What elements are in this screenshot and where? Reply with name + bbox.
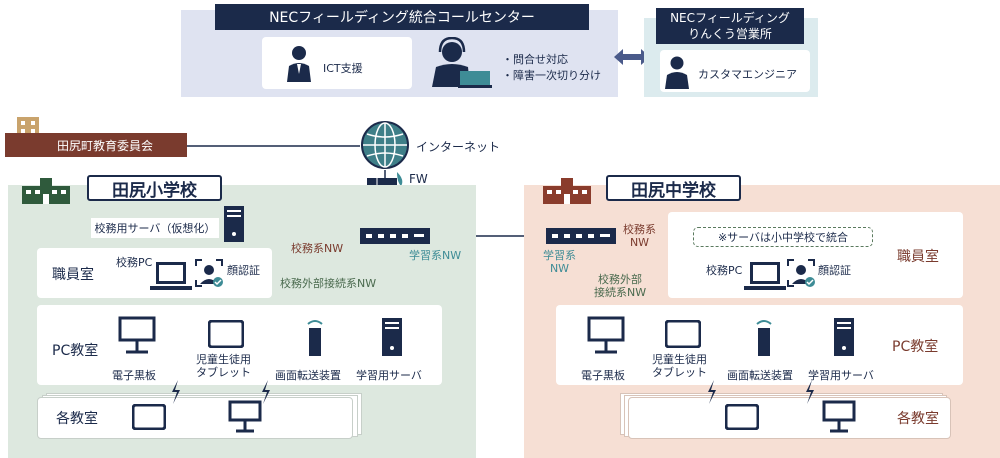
whiteboard-icon	[118, 316, 156, 356]
elementary-device-screen-transfer: 画面転送装置	[275, 369, 341, 382]
elementary-title: 田尻小学校	[87, 175, 222, 201]
server-consolidation-note: ※サーバは小中学校で統合	[693, 227, 873, 247]
tablet-icon	[664, 319, 702, 349]
junior-external-nw-line1: 校務外部	[598, 273, 643, 286]
face-auth-icon	[194, 258, 224, 288]
callcenter-title: NECフィールディング統合コールセンター	[215, 4, 589, 30]
elementary-classrooms-label: 各教室	[56, 411, 98, 427]
junior-external-nw-line2: 接続系NW	[594, 286, 647, 299]
screen-transfer-device-icon	[753, 318, 775, 356]
bullet-inquiry: ・問合せ対応	[502, 53, 568, 66]
elementary-device-learning-server: 学習用サーバ	[356, 369, 422, 382]
junior-staff-room	[668, 212, 963, 298]
server-icon	[224, 206, 244, 242]
learning-server-icon	[382, 318, 402, 356]
office-title-line1: NECフィールディング	[670, 11, 790, 25]
elementary-pc-room-label: PC教室	[52, 343, 99, 359]
person-icon	[287, 44, 311, 82]
junior-classrooms	[628, 397, 951, 439]
tablet-icon	[207, 319, 245, 349]
junior-face-auth-label: 顔認証	[818, 264, 851, 277]
board-of-education: 田尻町教育委員会	[5, 133, 187, 157]
classroom-tablet-icon	[724, 403, 760, 431]
screen-transfer-device-icon	[304, 318, 326, 356]
learning-server-icon	[834, 318, 854, 356]
classroom-whiteboard-icon	[822, 400, 856, 434]
elementary-device-whiteboard: 電子黒板	[112, 369, 156, 382]
junior-external-nw-label: 校務外部 接続系NW	[594, 273, 646, 299]
junior-learning-nw-line1: 学習系	[543, 249, 576, 262]
office-title-line2: りんくう営業所	[688, 27, 772, 41]
wireless-icon	[260, 380, 272, 404]
junior-admin-nw-line1: 校務系	[623, 223, 656, 236]
globe-icon	[360, 120, 410, 170]
elementary-device-tablet: 児童生徒用 タブレット	[196, 353, 251, 379]
ict-support-label: ICT支援	[323, 62, 363, 75]
elementary-admin-nw-label: 校務系NW	[291, 242, 344, 255]
junior-title: 田尻中学校	[606, 175, 741, 201]
junior-pc-room-label: PC教室	[892, 339, 939, 355]
junior-admin-nw-label: 校務系 NW	[623, 223, 656, 249]
school-icon	[22, 178, 70, 204]
wireless-icon	[706, 380, 718, 404]
junior-device-whiteboard: 電子黒板	[581, 369, 625, 382]
junior-staff-room-label: 職員室	[897, 249, 939, 265]
office-title: NECフィールディング りんくう営業所	[656, 8, 804, 44]
junior-device-tablet: 児童生徒用 タブレット	[652, 353, 707, 379]
face-auth-icon	[786, 258, 816, 288]
junior-admin-nw-line2: NW	[629, 236, 650, 249]
junior-device-learning-server: 学習用サーバ	[808, 369, 874, 382]
elementary-face-auth-label: 顔認証	[227, 264, 260, 277]
elementary-server-label: 校務用サーバ（仮想化）	[91, 218, 219, 238]
elementary-staff-room-label: 職員室	[52, 267, 94, 283]
elementary-staff-pc-label: 校務PC	[116, 256, 153, 269]
double-arrow-icon	[614, 48, 650, 66]
elementary-external-nw-label: 校務外部接続系NW	[280, 277, 377, 290]
network-switch-icon	[546, 228, 616, 244]
classroom-tablet-icon	[131, 403, 167, 431]
classroom-whiteboard-icon	[228, 400, 262, 434]
internet-label: インターネット	[416, 140, 501, 154]
junior-learning-nw-label: 学習系 NW	[543, 249, 576, 275]
elementary-classrooms	[37, 397, 353, 439]
bullet-fault-isolation: ・障害一次切り分け	[502, 69, 601, 82]
engineer-label: カスタマエンジニア	[698, 68, 797, 81]
engineer-person-icon	[665, 55, 689, 89]
elementary-learning-nw-label: 学習系NW	[409, 249, 462, 262]
whiteboard-icon	[587, 316, 625, 356]
ict-support-card	[262, 37, 412, 89]
network-switch-icon	[360, 228, 430, 244]
operator-icon	[430, 36, 495, 89]
junior-staff-pc-label: 校務PC	[706, 264, 743, 277]
school-icon	[543, 178, 591, 204]
laptop-icon	[744, 262, 786, 292]
wireless-icon	[804, 380, 816, 404]
fw-label: FW	[409, 172, 428, 186]
junior-device-screen-transfer: 画面転送装置	[727, 369, 793, 382]
junior-classrooms-label: 各教室	[897, 411, 939, 427]
junior-learning-nw-line2: NW	[549, 262, 570, 275]
wireless-icon	[170, 380, 182, 404]
laptop-icon	[150, 262, 192, 292]
